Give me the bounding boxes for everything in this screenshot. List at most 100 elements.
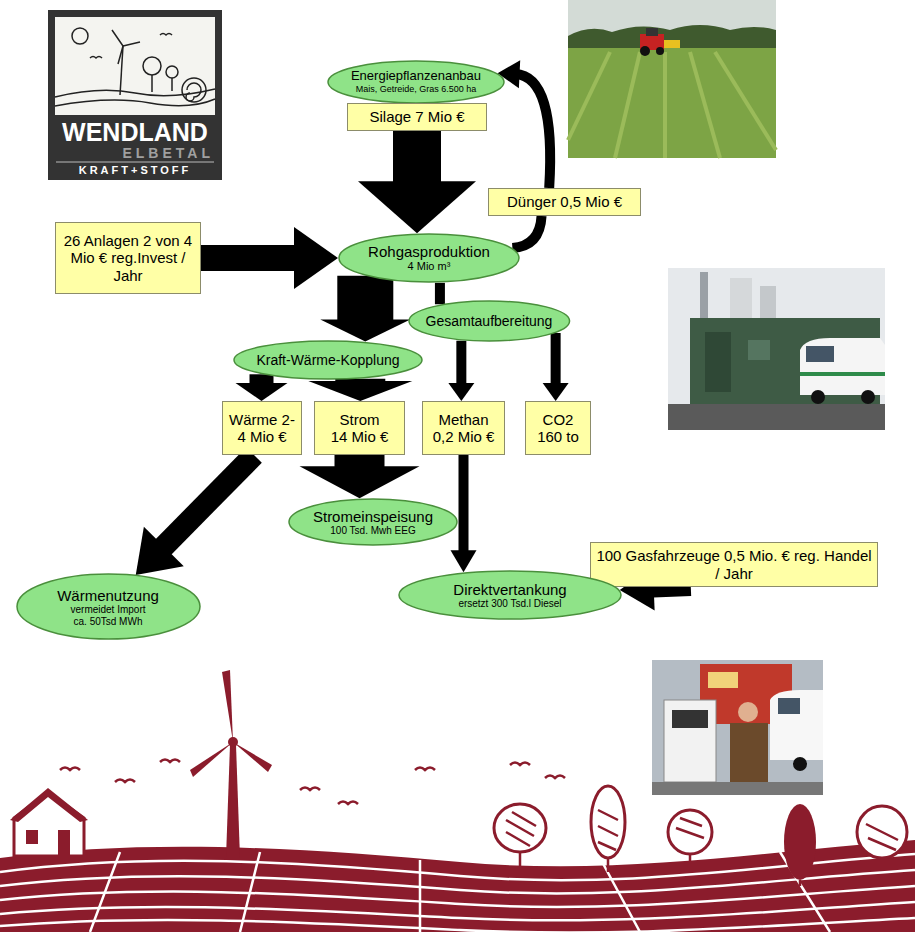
- value-box: Dünger 0,5 Mio €: [488, 188, 641, 216]
- logo-text: ELBETAL: [48, 146, 214, 160]
- node-heading: Silage 7 Mio €: [369, 108, 464, 125]
- landscape-drawing-part-part: [160, 760, 180, 763]
- node-text-block: Kraft-Wärme-Kopplung: [256, 352, 399, 368]
- node-heading: Strom 14 Mio €: [330, 411, 389, 446]
- value-box: CO2 160 to: [525, 401, 591, 455]
- field-photo-part: [568, 25, 776, 52]
- node-heading: Methan 0,2 Mio €: [428, 411, 499, 446]
- logo-part-part: [151, 75, 153, 92]
- node-text-block: Rohgasproduktion4 Mio m³: [368, 243, 490, 273]
- arrow-shaft: [512, 216, 541, 248]
- node-subtext: 100 Tsd. Mwh EEG: [330, 525, 415, 537]
- landscape-drawing-part: [10, 670, 816, 880]
- landscape-drawing-part: [14, 792, 84, 856]
- arrow-head: [451, 550, 477, 572]
- arrow-head: [543, 383, 569, 401]
- landscape-drawing-part-part: [668, 810, 712, 854]
- plant-photo-part: [760, 286, 776, 320]
- logo-part-part: [72, 28, 88, 44]
- logo-text: WENDLAND: [48, 120, 222, 145]
- node-text-block: Methan 0,2 Mio €: [428, 411, 499, 446]
- node-heading: 26 Anlagen 2 von 4 Mio € reg.Invest / Ja…: [61, 232, 195, 284]
- logo-part: [48, 10, 222, 180]
- landscape-drawing-part-part: [510, 763, 530, 766]
- pump-photo-part: [672, 710, 708, 728]
- flow-arrow: [236, 374, 288, 401]
- node-heading: 100 Gasfahrzeuge 0,5 Mio. € reg. Handel …: [596, 547, 872, 582]
- landscape-drawing-part-part: [506, 812, 536, 846]
- field-photo-part: [656, 47, 664, 55]
- landscape-drawing-part-part: [0, 886, 915, 907]
- node-heading: CO2 160 to: [531, 411, 585, 446]
- ellipse-shape: [17, 574, 200, 639]
- logo-part-part: [160, 34, 172, 36]
- logo-part-part: [166, 66, 178, 78]
- node-subtext: vermeidet Import ca. 50Tsd MWh: [65, 604, 151, 627]
- node-text-block: Stromeinspeisung100 Tsd. Mwh EEG: [313, 508, 433, 537]
- landscape-drawing-part-part: [0, 870, 915, 893]
- field-photo-part: [568, 48, 776, 158]
- plant-photo-part: [730, 278, 752, 320]
- flow-arrow: [439, 283, 440, 304]
- landscape-drawing-part-part: [90, 852, 830, 932]
- plant-photo-part: [811, 390, 825, 404]
- landscape-drawing-part: [60, 760, 898, 887]
- logo-part-part: [182, 78, 206, 102]
- landscape-drawing-part: [494, 786, 907, 858]
- logo-part-part: [90, 57, 102, 59]
- node-heading: Gesamtaufbereitung: [426, 313, 553, 329]
- flow-arrow: [358, 131, 476, 233]
- landscape-drawing-part-part: [494, 804, 546, 852]
- node-heading: Wärme 2-4 Mio €: [227, 411, 297, 446]
- field-photo-part: [640, 46, 650, 56]
- arrow-head: [300, 466, 420, 498]
- node-text-block: Gesamtaufbereitung: [426, 313, 553, 329]
- landscape-drawing-part-part: [866, 824, 898, 850]
- arrow-head: [136, 527, 184, 575]
- landscape-drawing-part-part: [222, 670, 233, 742]
- field-photo-part: [664, 40, 680, 48]
- field-photo: [568, 0, 776, 158]
- node-heading: Stromeinspeisung: [313, 508, 433, 525]
- node-text-block: 26 Anlagen 2 von 4 Mio € reg.Invest / Ja…: [61, 232, 195, 284]
- logo-part-part: [171, 78, 173, 91]
- value-box: Wärme 2-4 Mio €: [222, 401, 302, 455]
- pump-photo-part: [738, 702, 758, 722]
- landscape-drawing-part: [0, 840, 915, 932]
- plant-photo-part: [806, 346, 834, 362]
- landscape-drawing-part: [0, 852, 915, 932]
- process-ellipse: Kraft-Wärme-Kopplung: [233, 340, 423, 380]
- process-ellipse: EnergiepflanzenanbauMais, Getreide, Gras…: [327, 60, 505, 104]
- field-photo-part: [646, 28, 658, 36]
- landscape-drawing-part-part: [300, 788, 320, 791]
- process-ellipse: Gesamtaufbereitung: [408, 300, 571, 342]
- arrow-shaft: [551, 333, 561, 387]
- node-subtext: ersetzt 300 Tsd.l Diesel: [458, 598, 561, 610]
- landscape-drawing-part-part: [58, 830, 70, 856]
- arrow-shaft: [456, 341, 466, 387]
- node-heading: Wärmenutzung: [57, 587, 159, 604]
- flow-arrow: [448, 341, 474, 401]
- arrow-head: [308, 381, 412, 401]
- pump-photo-part: [730, 723, 768, 782]
- logo: [48, 10, 222, 180]
- landscape-drawing-part-part: [784, 804, 816, 880]
- process-ellipse: Wärmenutzungvermeidet Import ca. 50Tsd M…: [16, 573, 201, 640]
- plant-photo-part: [748, 340, 770, 360]
- arrow-head: [448, 383, 474, 401]
- node-heading: Energiepflanzenanbau: [351, 69, 481, 84]
- arrow-head: [236, 383, 288, 401]
- pump-photo-part: [664, 700, 716, 782]
- logo-part: [55, 17, 215, 115]
- flow-arrow: [201, 227, 338, 289]
- landscape-drawing-part-part: [0, 918, 915, 932]
- field-photo-part-part: [568, 52, 610, 140]
- arrow-shaft: [435, 283, 445, 304]
- node-text-block: Dünger 0,5 Mio €: [493, 193, 636, 210]
- node-text-block: Wärme 2-4 Mio €: [227, 411, 297, 446]
- node-heading: Dünger 0,5 Mio €: [507, 193, 622, 210]
- landscape-drawing-part-part: [0, 902, 915, 920]
- landscape-drawing-part-part: [598, 810, 618, 850]
- pump-photo: [652, 660, 823, 795]
- logo-part: [56, 162, 214, 163]
